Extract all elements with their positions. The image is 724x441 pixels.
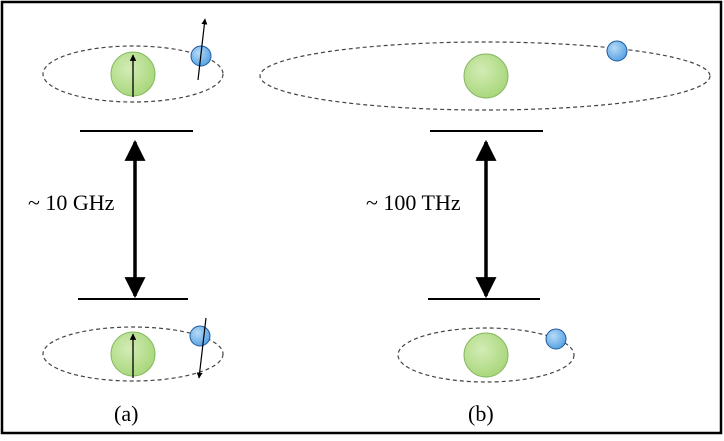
panel-b-lower-atom xyxy=(397,327,575,383)
electron-icon xyxy=(606,40,628,62)
orbit-ellipse xyxy=(42,45,224,103)
panel-b-upper-atom xyxy=(259,40,711,111)
nucleus-icon xyxy=(463,53,509,99)
electron-icon xyxy=(189,325,211,347)
panel-a-lower-atom xyxy=(42,317,224,382)
caption-a: (a) xyxy=(114,401,138,426)
caption-b: (b) xyxy=(468,401,494,426)
panel-a-upper-atom xyxy=(42,18,224,103)
electron-spin-down-arrow-icon xyxy=(196,317,207,379)
electron-spin-up-arrow-icon xyxy=(197,18,208,81)
gap-label-a: ~ 10 GHz xyxy=(28,190,115,215)
panel-a: ~ 10 GHz (a) xyxy=(28,18,224,426)
orbit-ellipse xyxy=(259,41,711,111)
electron-icon xyxy=(545,328,567,350)
panel-b: ~ 100 THz (b) xyxy=(259,40,711,426)
gap-label-b: ~ 100 THz xyxy=(366,190,461,215)
nucleus-icon xyxy=(463,332,509,378)
orbit-ellipse xyxy=(42,326,224,382)
orbit-ellipse xyxy=(397,327,575,383)
